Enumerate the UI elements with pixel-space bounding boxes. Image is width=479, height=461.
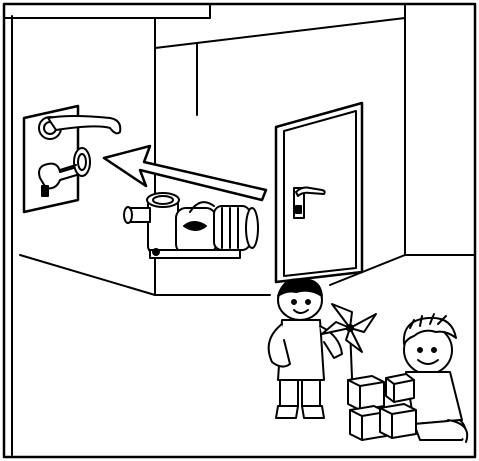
door	[276, 103, 362, 282]
door-lever-handle	[294, 188, 325, 219]
toy-blocks	[348, 374, 416, 440]
arrow	[104, 146, 266, 200]
pool-pump	[124, 193, 258, 258]
